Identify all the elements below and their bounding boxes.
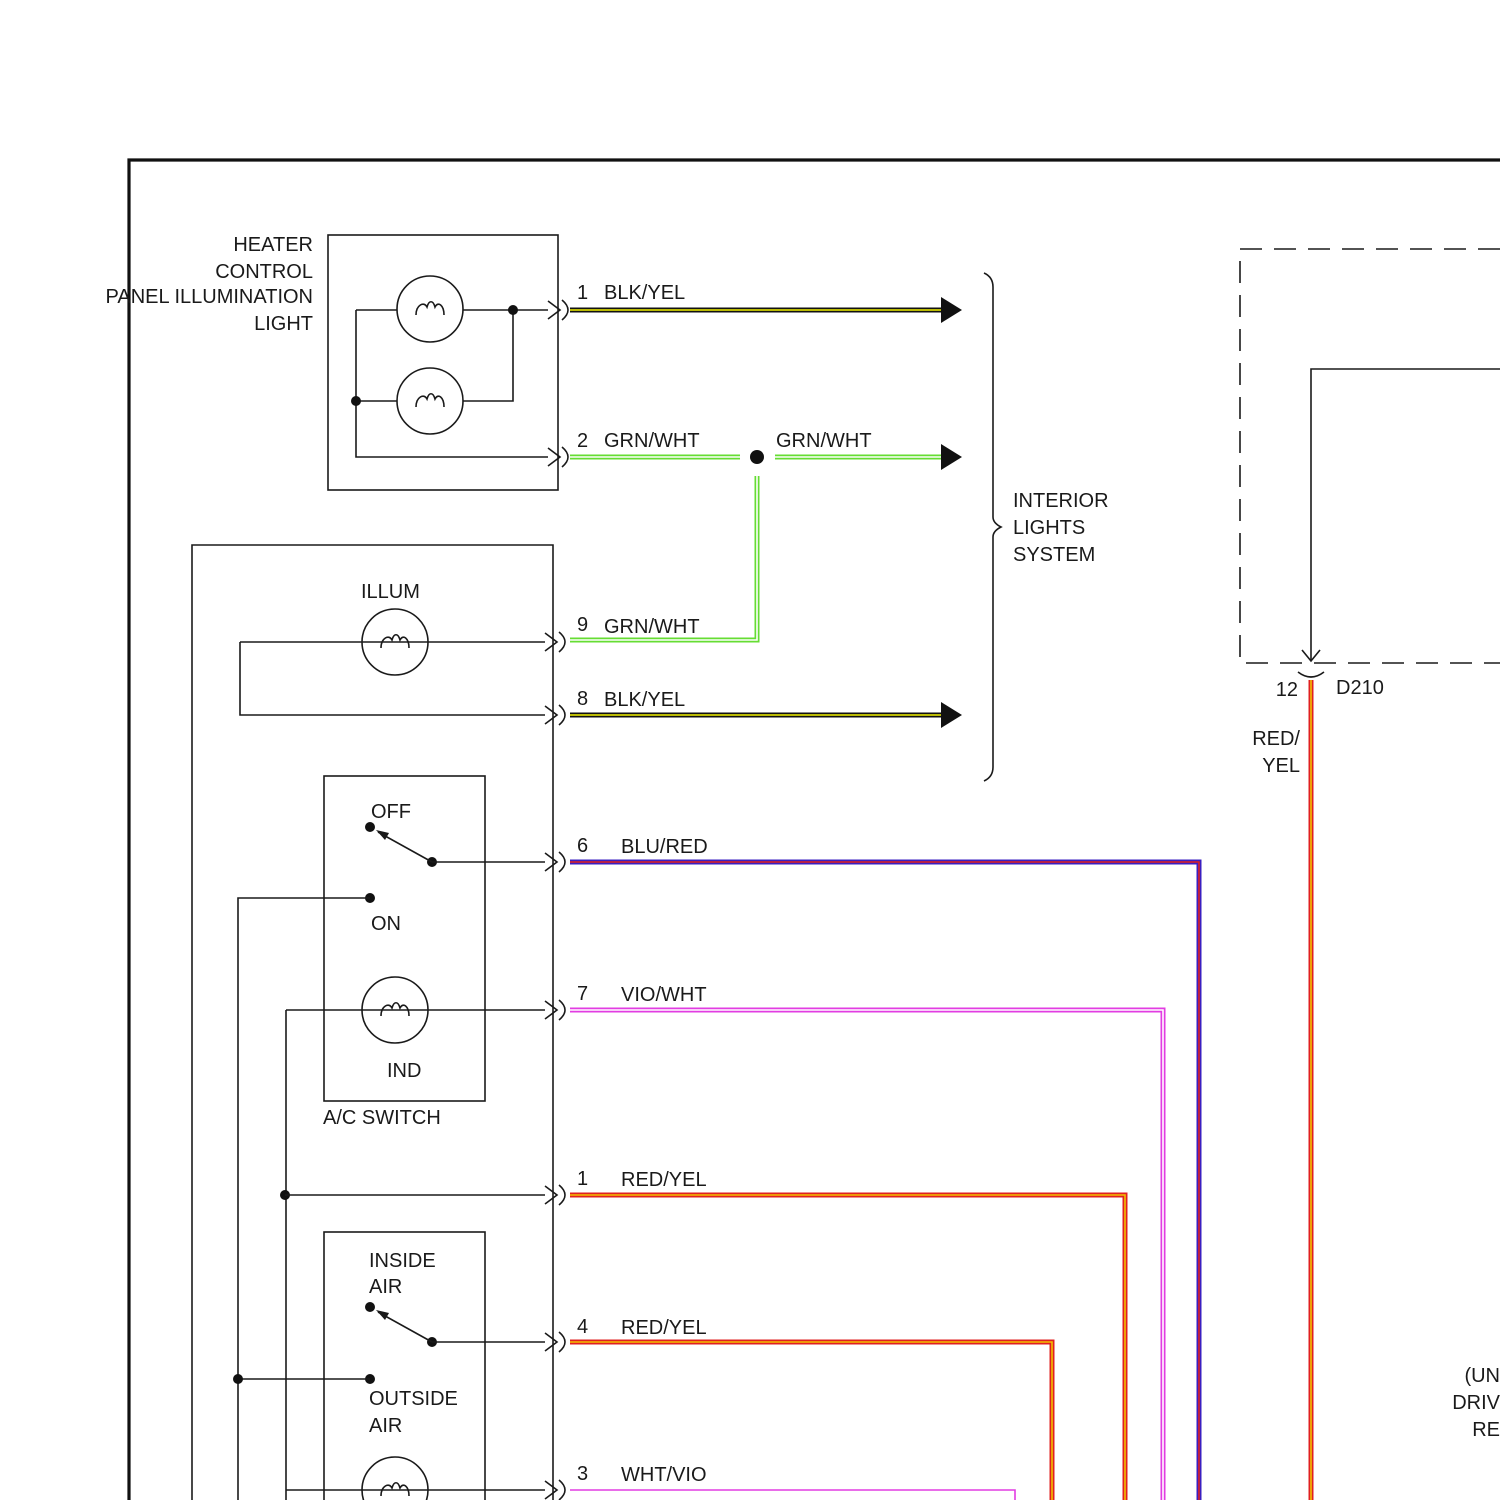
pin-number: 9 — [577, 614, 588, 636]
ac-switch-label: A/C SWITCH — [323, 1107, 441, 1129]
pin-number: 2 — [577, 430, 588, 452]
arrow-right-icon — [941, 297, 962, 323]
pin-number: 7 — [577, 983, 588, 1005]
connector-pin-icon — [545, 1480, 565, 1500]
interior-lights-system: INTERIOR LIGHTS SYSTEM — [984, 273, 1109, 781]
wire-color-code: GRN/WHT — [604, 616, 700, 638]
wire-color-code: VIO/WHT — [621, 984, 707, 1006]
d210-component: 12 D210 RED/ YEL (UN DRIV RE — [1240, 249, 1500, 1500]
connector-pin-icon — [545, 852, 565, 872]
arrow-right-icon — [941, 702, 962, 728]
wire-7-vio-wht-stripe — [570, 1010, 1163, 1500]
wire-color-code: GRN/WHT — [776, 430, 872, 452]
illum-label: ILLUM — [361, 581, 420, 603]
splice-dot — [233, 1374, 243, 1384]
interior-lights-label-2: LIGHTS — [1013, 517, 1085, 539]
switch-contact-dot — [365, 1302, 375, 1312]
splice-dot — [351, 396, 361, 406]
arrow-right-icon — [941, 444, 962, 470]
panel-light-box — [328, 235, 558, 490]
wire-1-red-yel — [570, 1195, 1125, 1500]
ac-switch-blade-arrow — [376, 830, 389, 840]
panel-light-label-4: LIGHT — [254, 313, 313, 335]
switch-contact-dot — [365, 822, 375, 832]
wire-color-code: RED/YEL — [621, 1317, 707, 1339]
wire-color-code: RED/YEL — [621, 1169, 707, 1191]
connector-pin-icon — [545, 1185, 565, 1205]
ac-switch-off-label: OFF — [371, 801, 411, 823]
wire-color-code: BLU/RED — [621, 836, 708, 858]
wire-color-code: BLK/YEL — [604, 282, 685, 304]
internal-line — [1311, 369, 1500, 660]
panel-bulb-2-icon — [397, 368, 463, 434]
outside-air-label-1: OUTSIDE — [369, 1388, 458, 1410]
pin-number: 3 — [577, 1463, 588, 1485]
partial-label-2: DRIV — [1452, 1392, 1500, 1414]
ac-switch-box — [324, 776, 485, 1101]
connector-pin-icon — [545, 1000, 565, 1020]
connector-pins — [545, 300, 568, 1500]
ac-switch-on-feed — [238, 898, 370, 1500]
panel-bulb-1-icon — [397, 276, 463, 342]
inside-air-label-1: INSIDE — [369, 1250, 436, 1272]
connector-pin-icon — [545, 1332, 565, 1352]
wire-1-red-yel-stripe — [570, 1195, 1125, 1500]
d210-wire-label-1: RED/ — [1252, 728, 1300, 750]
connector-pin-icon — [545, 705, 565, 725]
ac-control-module: ILLUM OFF ON IND A/C SWITCH INSIDE AIR O… — [192, 545, 553, 1500]
d210-wire-label-2: YEL — [1262, 755, 1300, 777]
pin-number: 6 — [577, 835, 588, 857]
panel-light-label-1: HEATER — [233, 234, 313, 256]
interior-lights-label-3: SYSTEM — [1013, 544, 1095, 566]
wire-7-vio-wht — [570, 1010, 1163, 1500]
connector-pin-icon — [545, 632, 565, 652]
pin-number: 8 — [577, 688, 588, 710]
wire-3-wht-vio — [570, 1490, 1015, 1500]
pin-number: 1 — [577, 282, 588, 304]
partial-label-3: RE — [1472, 1419, 1500, 1441]
panel-light-label-3: PANEL ILLUMINATION — [106, 286, 313, 308]
panel-light-label-2: CONTROL — [215, 261, 313, 283]
intake-bulb-icon — [362, 1457, 428, 1500]
pin-number: 1 — [577, 1168, 588, 1190]
d210-connector-label: D210 — [1336, 677, 1384, 699]
interior-lights-label-1: INTERIOR — [1013, 490, 1109, 512]
dashed-component-outline — [1240, 249, 1500, 663]
wire-color-code: GRN/WHT — [604, 430, 700, 452]
partial-label-1: (UN — [1464, 1365, 1500, 1387]
panel-illumination-light: HEATER CONTROL PANEL ILLUMINATION LIGHT — [106, 234, 558, 490]
splice-dot — [508, 305, 518, 315]
d210-pin-number: 12 — [1276, 679, 1298, 701]
wire-labels: 1 BLK/YEL 2 GRN/WHT GRN/WHT 9 GRN/WHT 8 … — [577, 282, 872, 1486]
wire-color-code: WHT/VIO — [621, 1464, 707, 1486]
inside-air-label-2: AIR — [369, 1276, 402, 1298]
diagram-frame — [129, 160, 1500, 1500]
pin-number: 4 — [577, 1316, 588, 1338]
intake-switch-blade-arrow — [376, 1310, 389, 1320]
outside-air-label-2: AIR — [369, 1415, 402, 1437]
brace-bracket — [984, 273, 1001, 781]
ac-switch-ind-label: IND — [387, 1060, 421, 1082]
splice-dot — [750, 450, 764, 464]
ac-switch-on-label: ON — [371, 913, 401, 935]
wire-color-code: BLK/YEL — [604, 689, 685, 711]
